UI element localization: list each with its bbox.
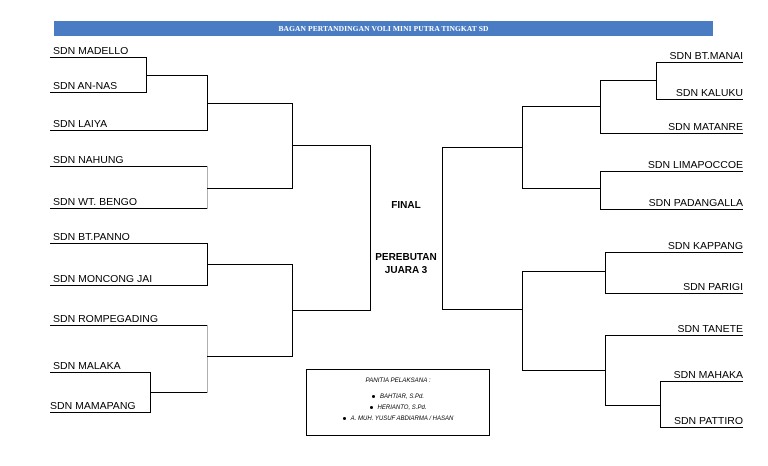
team-label-tanete: SDN TANETE (677, 323, 743, 335)
team-label-nahung: SDN NAHUNG (53, 154, 124, 166)
team-label-moncong-jai: SDN MONCONG JAI (53, 273, 153, 285)
final-label: FINAL (391, 200, 421, 211)
third-place-label: PEREBUTAN JUARA 3 (372, 251, 440, 277)
team-label-rompegading: SDN ROMPEGADING (53, 313, 159, 325)
team-label-an-nas: SDN AN-NAS (53, 80, 118, 92)
team-label-laiya: SDN LAIYA (53, 118, 108, 130)
committee-box: PANITIA PELAKSANA : BAHTIAR, S.Pd. HERIA… (306, 369, 490, 436)
bracket-title: BAGAN PERTANDINGAN VOLI MINI PUTRA TINGK… (54, 21, 713, 36)
team-label-madello: SDN MADELLO (53, 45, 129, 57)
committee-list: BAHTIAR, S.Pd. HERIANTO, S.Pd. A. MUH. Y… (307, 392, 489, 425)
committee-member: HERIANTO, S.Pd. (307, 403, 489, 414)
team-label-bt-manai: SDN BT.MANAI (669, 50, 743, 62)
bullet-icon (369, 405, 373, 409)
team-label-pattiro: SDN PATTIRO (673, 415, 743, 427)
team-label-bt-panno: SDN BT.PANNO (53, 231, 130, 243)
team-label-kaluku: SDN KALUKU (675, 87, 743, 99)
third-place-line2: JUARA 3 (384, 265, 428, 276)
team-label-mahaka: SDN MAHAKA (673, 369, 743, 381)
committee-member: BAHTIAR, S.Pd. (307, 392, 489, 403)
team-label-parigi: SDN PARIGI (683, 281, 743, 293)
team-label-matanre: SDN MATANRE (668, 121, 743, 133)
committee-member-name: HERIANTO, S.Pd. (377, 405, 427, 411)
committee-member: A. MUH. YUSUF ABDIARMA / HASAN (307, 414, 489, 425)
bullet-icon (371, 394, 375, 398)
committee-title: PANITIA PELAKSANA : (365, 377, 431, 384)
third-place-line1: PEREBUTAN (375, 252, 437, 263)
bullet-icon (342, 416, 346, 420)
committee-member-name: A. MUH. YUSUF ABDIARMA / HASAN (350, 416, 454, 422)
team-label-limapoccoe: SDN LIMAPOCCOE (647, 159, 743, 171)
team-label-mamapang: SDN MAMAPANG (50, 400, 136, 412)
team-label-malaka: SDN MALAKA (53, 360, 121, 372)
committee-member-name: BAHTIAR, S.Pd. (379, 394, 424, 400)
team-label-padangalla: SDN PADANGALLA (648, 197, 743, 209)
team-label-kappang: SDN KAPPANG (667, 240, 743, 252)
team-label-wt-bengo: SDN WT. BENGO (53, 196, 138, 208)
